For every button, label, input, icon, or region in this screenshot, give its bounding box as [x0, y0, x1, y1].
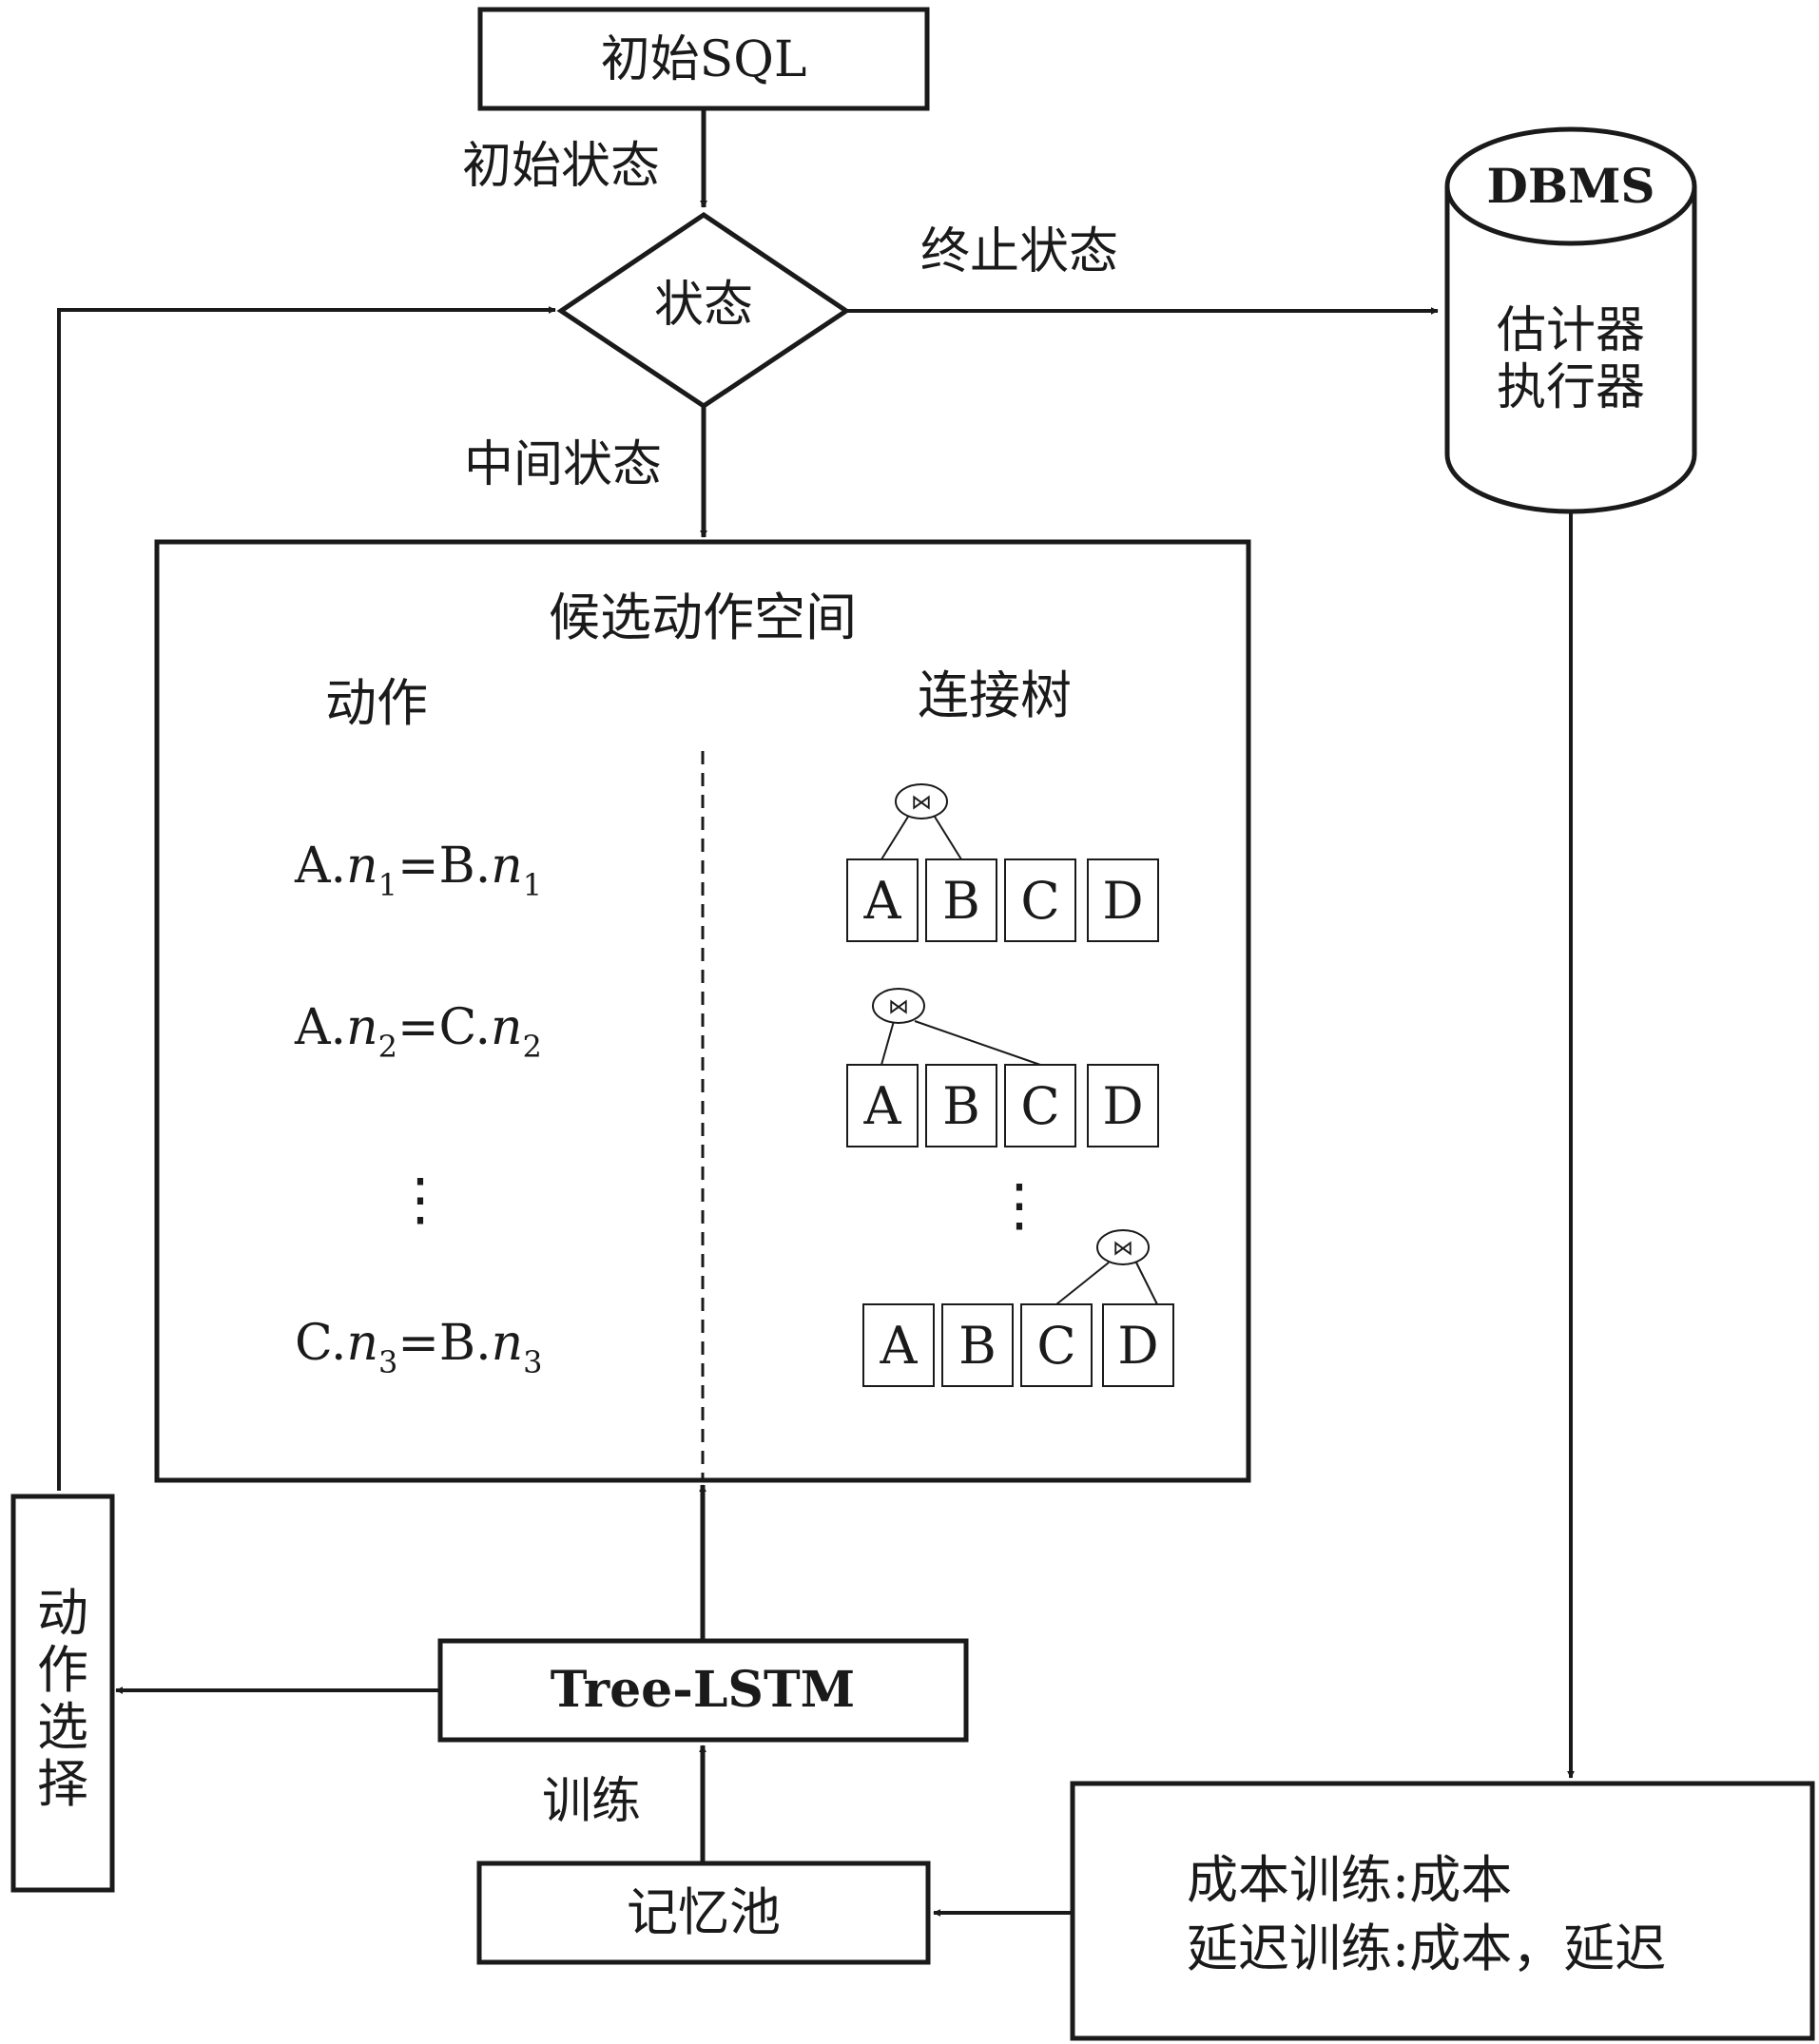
join-symbol-icon: ⋈ [888, 995, 909, 1019]
leaf-box [1004, 1064, 1076, 1147]
cost-training-text: 成本训练:成本 [1187, 1850, 1512, 1910]
leaf-label: B [942, 1076, 980, 1136]
tree-lstm-node: Tree-LSTM [437, 1638, 969, 1743]
action-select-char: 动 [37, 1583, 88, 1643]
join-node [1096, 1229, 1150, 1265]
action-select-box: 动 作 选 择 [10, 1494, 115, 1893]
leaf-label: B [958, 1316, 997, 1376]
join-symbol-icon: ⋈ [1113, 1237, 1133, 1261]
dbms-cylinder: DBMS 估计器 执行器 [1444, 126, 1697, 514]
leaf-box [925, 1064, 997, 1147]
join-tree-3: ⋈ A B C D [862, 1229, 1174, 1387]
leaf-box [925, 858, 997, 942]
dbms-title: DBMS [1486, 158, 1655, 214]
join-node [872, 988, 925, 1024]
join-node [895, 783, 948, 820]
dbms-estimator: 估计器 [1497, 302, 1645, 359]
leaf-label: D [1102, 871, 1143, 931]
latency-training-text: 延迟训练:成本，延迟 [1187, 1919, 1666, 1978]
terminal-state-label: 终止状态 [920, 223, 1118, 280]
initial-sql-node: 初始SQL [477, 7, 930, 111]
action-item: C.n3=B.n3 [295, 1315, 543, 1380]
trees-ellipsis: ⋮ [991, 1172, 1048, 1239]
candidate-title: 候选动作空间 [549, 588, 857, 647]
actions-ellipsis: ⋮ [392, 1167, 449, 1233]
leaf-label: A [863, 871, 902, 931]
leaf-label: B [942, 871, 980, 931]
memory-pool-label: 记忆池 [627, 1882, 781, 1942]
leaf-box [1087, 858, 1159, 942]
leaf-box [846, 858, 919, 942]
initial-state-label: 初始状态 [462, 138, 660, 195]
arrow-action-select-to-state [57, 306, 556, 1491]
join-trees-header: 连接树 [918, 665, 1072, 725]
state-decision: 状态 [556, 211, 851, 410]
leaf-box [862, 1303, 935, 1387]
training-objective-box: 成本训练:成本 延迟训练:成本，延迟 [1070, 1781, 1815, 2041]
join-symbol-icon: ⋈ [911, 791, 932, 815]
leaf-label: D [1102, 1076, 1143, 1136]
leaf-label: D [1117, 1316, 1158, 1376]
action-item: A.n2=C.n2 [294, 999, 542, 1065]
memory-pool-node: 记忆池 [476, 1861, 931, 1965]
leaf-label: A [863, 1076, 902, 1136]
leaf-box [1087, 1064, 1159, 1147]
dbms-executor: 执行器 [1497, 359, 1645, 416]
join-tree-1: ⋈ A B C D [846, 783, 1159, 942]
initial-sql-label: 初始SQL [601, 31, 807, 88]
tree-lstm-label: Tree-LSTM [551, 1661, 855, 1719]
leaf-label: A [880, 1316, 919, 1376]
leaf-label: C [1020, 1076, 1059, 1136]
action-item: A.n1=B.n1 [294, 838, 542, 903]
state-label: 状态 [654, 277, 753, 334]
leaf-box [846, 1064, 919, 1147]
train-label: 训练 [542, 1773, 641, 1830]
leaf-box [1102, 1303, 1174, 1387]
leaf-box [1004, 858, 1076, 942]
action-select-char: 择 [37, 1754, 88, 1814]
leaf-box [1020, 1303, 1093, 1387]
action-select-char: 作 [37, 1640, 88, 1700]
intermediate-state-label: 中间状态 [464, 436, 662, 493]
action-select-char: 选 [37, 1697, 88, 1757]
join-tree-2: ⋈ A B C D [846, 988, 1159, 1147]
candidate-action-space: 候选动作空间 动作 连接树 A.n1=B.n1 A.n2=C.n2 ⋮ C.n3… [154, 539, 1251, 1483]
leaf-box [941, 1303, 1014, 1387]
leaf-label: C [1020, 871, 1059, 931]
leaf-label: C [1036, 1316, 1075, 1376]
actions-header: 动作 [325, 673, 428, 733]
